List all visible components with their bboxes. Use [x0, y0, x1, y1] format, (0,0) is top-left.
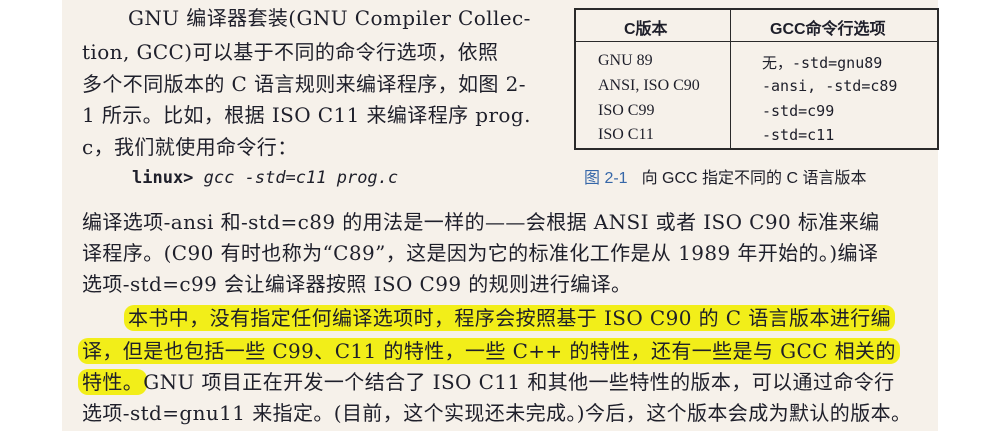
- table-column-divider: [730, 10, 731, 148]
- para3-line-3: 特性。GNU 项目正在开发一个结合了 ISO C11 和其他一些特性的版本，可以…: [78, 366, 895, 398]
- table-cell-option: -std=c99: [762, 102, 835, 120]
- figure-caption-text: 向 GCC 指定不同的 C 语言版本: [641, 170, 867, 187]
- table-cell-option: -ansi, -std=c89: [762, 77, 898, 95]
- intro-line-5: c，我们就使用命令行：: [82, 135, 298, 159]
- table-cell-version: ANSI, ISO C90: [598, 77, 700, 94]
- para2-line-1: 编译选项-ansi 和-std=c89 的用法是一样的——会根据 ANSI 或者…: [82, 210, 880, 234]
- figure-caption: 图 2-1 向 GCC 指定不同的 C 语言版本: [574, 164, 939, 188]
- table-cell-version: ISO C11: [598, 126, 654, 143]
- para2-line-3: 选项-std=c99 会让编译器按照 ISO C99 的规则进行编译。: [82, 272, 632, 296]
- para2-line-2: 译程序。(C90 有时也称为“C89”，这是因为它的标准化工作是从 1989 年…: [82, 241, 879, 265]
- highlighted-text: 本书中，没有指定任何编译选项时，程序会按照基于 ISO C90 的 C 语言版本…: [124, 305, 896, 331]
- intro-line-1: GNU 编译器套装(GNU Compiler Collec-: [128, 6, 531, 30]
- highlighted-text: 译，但是也包括一些 C99、C11 的特性，一些 C++ 的特性，还有一些是与 …: [78, 338, 900, 364]
- figure-number: 图 2-1: [584, 170, 628, 187]
- para3-line-4: 选项-std=gnu11 来指定。(目前，这个实现还未完成。)今后，这个版本会成…: [82, 401, 912, 425]
- highlighted-text: 特性。: [78, 369, 148, 395]
- para3-line-3-rest: GNU 项目正在开发一个结合了 ISO C11 和其他一些特性的版本，可以通过命…: [143, 370, 895, 394]
- para3-line-1: 本书中，没有指定任何编译选项时，程序会按照基于 ISO C90 的 C 语言版本…: [124, 302, 896, 334]
- gcc-options-table: C版本 GCC命令行选项 GNU 89 无，-std=gnu89 ANSI, I…: [574, 8, 939, 150]
- intro-line-3: 多个不同版本的 C 语言规则来编译程序，如图 2-: [82, 72, 526, 96]
- table-header-divider: [576, 41, 937, 42]
- intro-line-4: 1 所示。比如，根据 ISO C11 来编译程序 prog.: [82, 103, 531, 127]
- para3-line-2: 译，但是也包括一些 C99、C11 的特性，一些 C++ 的特性，还有一些是与 …: [78, 335, 900, 367]
- table-cell-option: 无，-std=gnu89: [762, 54, 883, 72]
- intro-line-2: tion, GCC)可以基于不同的命令行选项，依照: [82, 40, 499, 64]
- command-prompt: linux>: [132, 168, 194, 188]
- command-text: gcc -std=c11 prog.c: [203, 168, 399, 188]
- table-cell-version: ISO C99: [598, 102, 655, 119]
- table-header-option: GCC命令行选项: [770, 21, 886, 38]
- table-cell-version: GNU 89: [598, 52, 653, 69]
- table-header-version: C版本: [624, 21, 668, 38]
- command-example: linux> gcc -std=c11 prog.c: [132, 168, 398, 188]
- table-cell-option: -std=c11: [762, 126, 835, 144]
